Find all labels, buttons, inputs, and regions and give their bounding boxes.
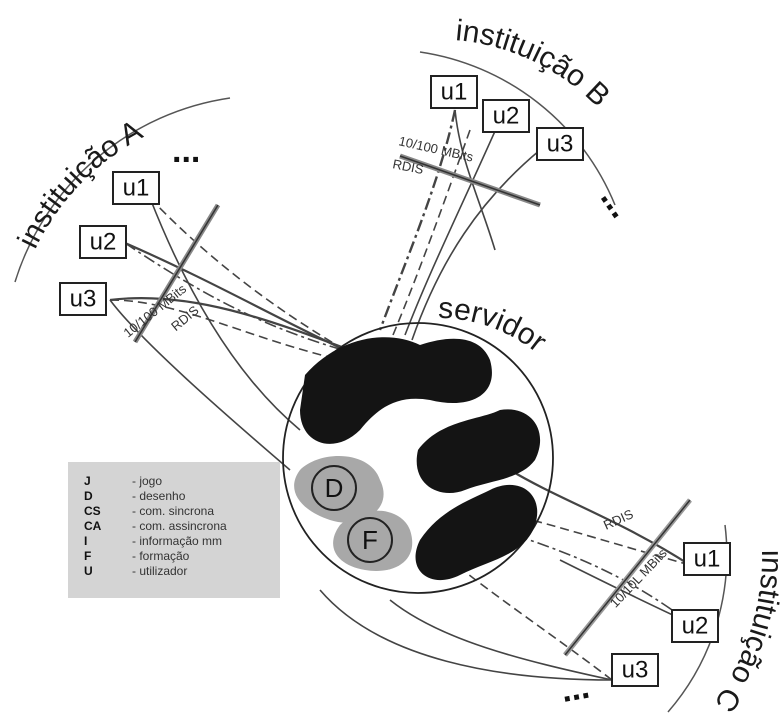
module-blob-2 — [417, 409, 540, 493]
legend-key-0: J — [84, 474, 91, 488]
svg-text:u1: u1 — [123, 175, 150, 202]
legend-key-5: F — [84, 549, 91, 563]
svg-text:u1: u1 — [694, 546, 721, 573]
inst-c-user-u3: u3 — [612, 654, 658, 686]
legend-desc-0: - jogo — [132, 474, 162, 488]
inst-b-user-u2: u2 — [483, 100, 529, 132]
legend-key-6: U — [84, 564, 93, 578]
link-b-rdis: RDIS — [391, 156, 425, 177]
link-c-rdis: RDIS — [601, 506, 636, 533]
module-blob-3 — [416, 485, 538, 580]
svg-text:u3: u3 — [622, 657, 649, 684]
link-a-rdis: RDIS — [168, 302, 202, 334]
inst-b-more: ... — [593, 180, 640, 225]
legend-key-4: I — [84, 534, 87, 548]
legend-desc-6: - utilizador — [132, 564, 187, 578]
svg-text:u3: u3 — [547, 131, 574, 158]
svg-text:u3: u3 — [70, 286, 97, 313]
module-f-letter: F — [362, 525, 378, 555]
inst-a-user-u2: u2 — [80, 226, 126, 258]
legend-desc-4: - informação mm — [132, 534, 222, 548]
svg-text:u2: u2 — [682, 613, 709, 640]
svg-text:u2: u2 — [90, 229, 117, 256]
legend-key-2: CS — [84, 504, 101, 518]
svg-text:u1: u1 — [441, 79, 468, 106]
legend-desc-5: - formação — [132, 549, 190, 563]
inst-c-user-u1: u1 — [684, 543, 730, 575]
inst-c-user-u2: u2 — [672, 610, 718, 642]
legend-key-3: CA — [84, 519, 102, 533]
inst-a-user-u3: u3 — [60, 283, 106, 315]
legend-key-1: D — [84, 489, 93, 503]
inst-a-user-u1: u1 — [113, 172, 159, 204]
link-c-speed: 10/10L MBits — [607, 545, 670, 610]
inst-a-more: ... — [172, 132, 200, 170]
legend-desc-1: - desenho — [132, 489, 186, 503]
legend-desc-2: - com. sincrona — [132, 504, 214, 518]
inst-b-user-u3: u3 — [537, 128, 583, 160]
module-d-letter: D — [325, 473, 344, 503]
inst-b-user-u1: u1 — [431, 76, 477, 108]
institution-b-label: instituição B — [454, 14, 616, 113]
legend-desc-3: - com. assincrona — [132, 519, 227, 533]
svg-text:u2: u2 — [493, 103, 520, 130]
